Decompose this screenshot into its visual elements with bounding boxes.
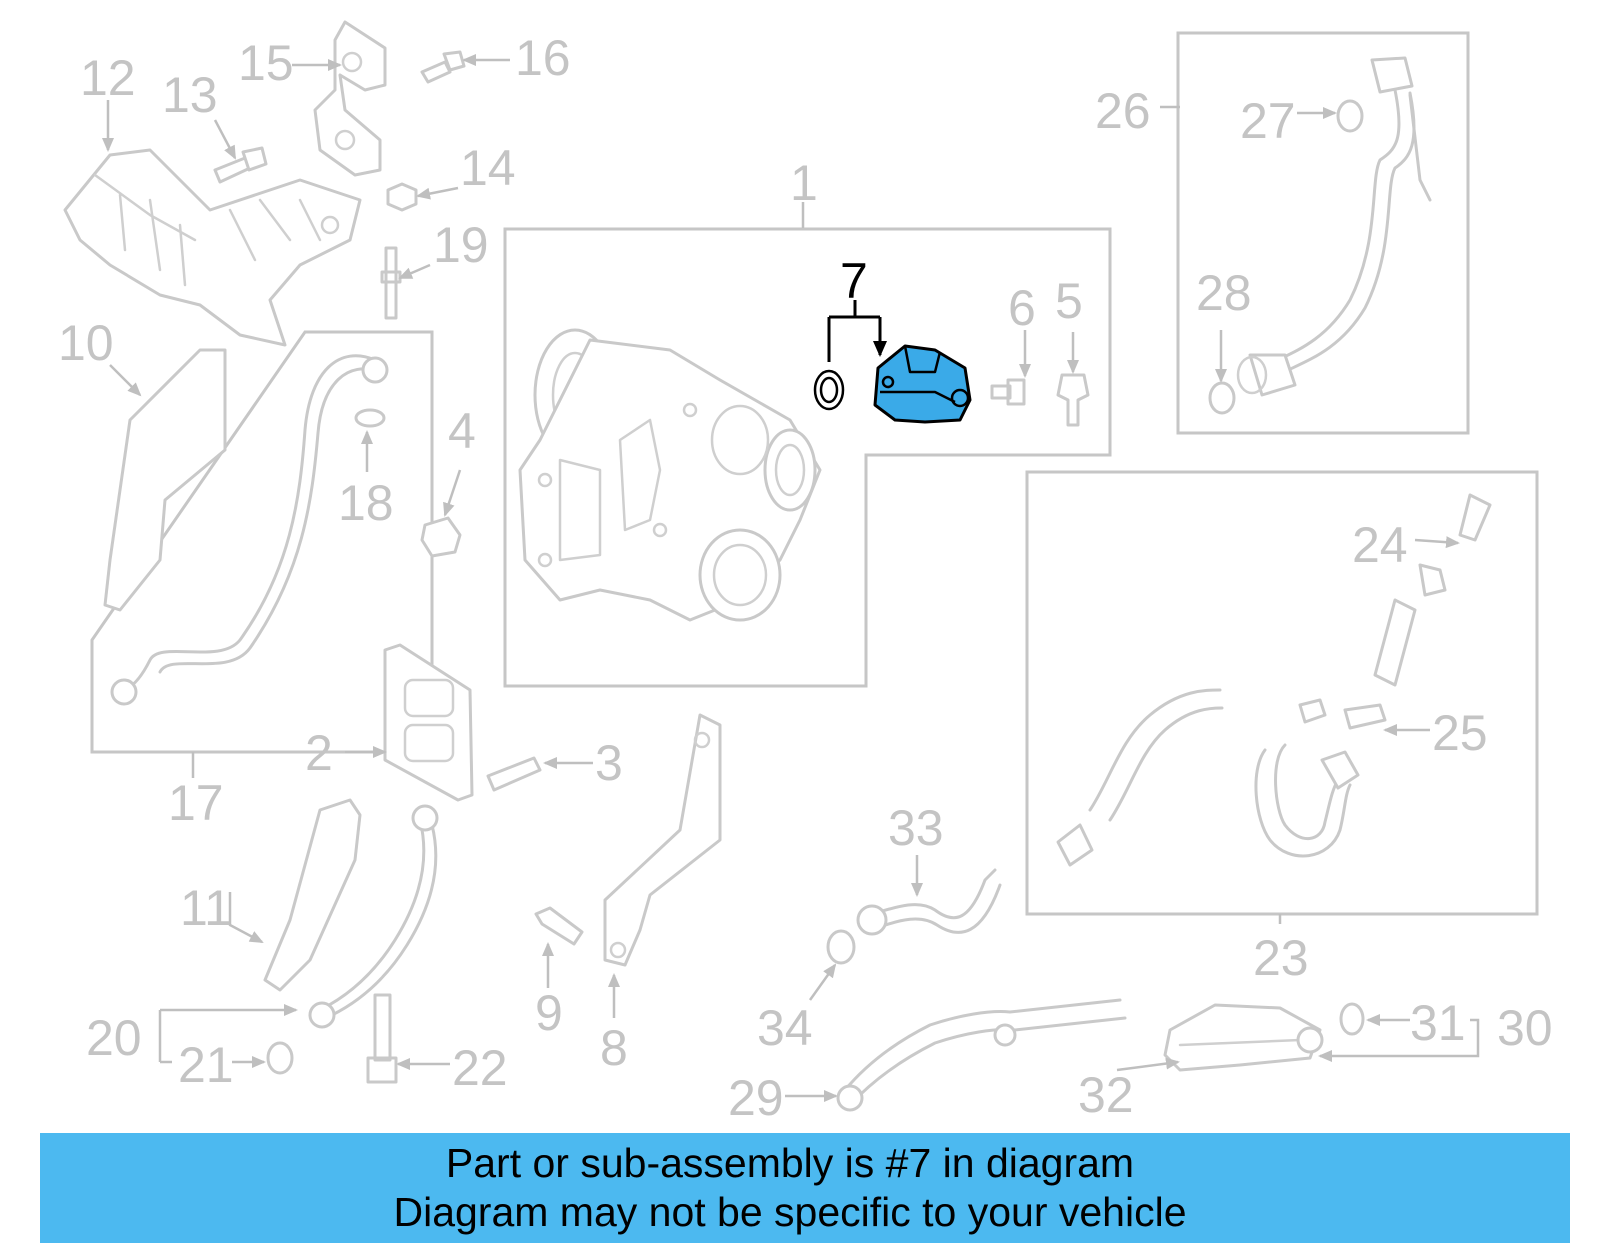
part-10-gasket: [103, 348, 227, 612]
group-box-1: [503, 227, 1112, 688]
callout-9[interactable]: 9: [535, 985, 563, 1041]
part-21-washer: [266, 1041, 294, 1075]
part-26-oil-feed-line: [1236, 56, 1432, 397]
callout-6[interactable]: 6: [1008, 280, 1036, 336]
part-9-bolt: [534, 906, 584, 946]
callout-5[interactable]: 5: [1055, 273, 1083, 329]
callout-31[interactable]: 31: [1410, 995, 1466, 1051]
turbocharger: [518, 328, 822, 622]
part-7-wastegate-actuator: [813, 344, 972, 424]
callout-numbers: 1 2 3 4 5 6 7 8 9 10 11 12 13 14 15 16 1…: [58, 30, 1553, 1126]
part-2-gasket: [383, 643, 474, 802]
info-banner: Part or sub-assembly is #7 in diagram Di…: [40, 1133, 1570, 1243]
callout-33[interactable]: 33: [888, 800, 944, 856]
callout-10[interactable]: 10: [58, 315, 114, 371]
callout-20[interactable]: 20: [86, 1010, 142, 1066]
part-22-bolt: [366, 993, 398, 1084]
part-17-oil-line: [118, 354, 377, 692]
part-31-washer: [1339, 1002, 1365, 1036]
part-13-bolt: [213, 146, 268, 184]
part-19-stud: [380, 246, 402, 320]
callout-32[interactable]: 32: [1078, 1067, 1134, 1123]
part-29-coolant-line: [843, 998, 1122, 1092]
callout-30[interactable]: 30: [1497, 1000, 1553, 1056]
callout-24[interactable]: 24: [1352, 517, 1408, 573]
callout-16[interactable]: 16: [515, 30, 571, 86]
part-15-bracket: [313, 20, 387, 177]
callout-18[interactable]: 18: [338, 475, 394, 531]
part-20-oil-line: [318, 818, 426, 1012]
part-16-bolt: [420, 50, 466, 84]
part-6-bolt: [990, 378, 1026, 406]
callout-8[interactable]: 8: [600, 1020, 628, 1076]
part-12-heat-shield: [63, 148, 362, 347]
callout-13[interactable]: 13: [162, 67, 218, 123]
group-box-23: [1025, 470, 1539, 916]
banner-part-notice: Part or sub-assembly is #7 in diagram: [445, 1140, 1135, 1186]
callout-21[interactable]: 21: [178, 1037, 234, 1093]
callout-27[interactable]: 27: [1240, 93, 1296, 149]
callout-19[interactable]: 19: [433, 217, 489, 273]
callout-11[interactable]: 11: [180, 880, 232, 936]
part-18-washer: [354, 408, 386, 428]
part-33-pipe: [868, 868, 997, 920]
callout-15[interactable]: 15: [238, 35, 294, 91]
callout-34[interactable]: 34: [757, 1000, 813, 1056]
group-box-26: [1176, 31, 1470, 435]
part-28-washer: [1208, 381, 1236, 415]
banner-vehicle-disclaimer: Diagram may not be specific to your vehi…: [393, 1189, 1187, 1235]
part-11-heat-shield: [263, 798, 362, 992]
part-5-plug: [1056, 373, 1090, 427]
callout-7[interactable]: 7: [840, 253, 868, 309]
callout-3[interactable]: 3: [595, 735, 623, 791]
callout-1[interactable]: 1: [790, 155, 818, 211]
part-34-washer: [826, 929, 856, 965]
callout-4[interactable]: 4: [448, 403, 476, 459]
part-8-bracket: [603, 713, 722, 967]
part-7-oring: [813, 369, 845, 411]
part-14-gasket: [386, 182, 418, 212]
part-3-stud: [486, 756, 542, 792]
callout-2[interactable]: 2: [305, 725, 333, 781]
part-27-washer: [1336, 99, 1364, 133]
callout-23[interactable]: 23: [1253, 930, 1309, 986]
part-23-coolant-hoses: [1056, 493, 1492, 867]
callout-28[interactable]: 28: [1196, 265, 1252, 321]
callout-26[interactable]: 26: [1095, 83, 1151, 139]
leader-lines: [102, 54, 1480, 1102]
part-7-leader: [827, 300, 880, 362]
callout-22[interactable]: 22: [452, 1040, 508, 1096]
callout-14[interactable]: 14: [460, 140, 516, 196]
callout-29[interactable]: 29: [728, 1070, 784, 1126]
callout-25[interactable]: 25: [1432, 705, 1488, 761]
part-4-nut: [420, 516, 462, 558]
callout-17[interactable]: 17: [168, 775, 224, 831]
callout-12[interactable]: 12: [80, 50, 136, 106]
